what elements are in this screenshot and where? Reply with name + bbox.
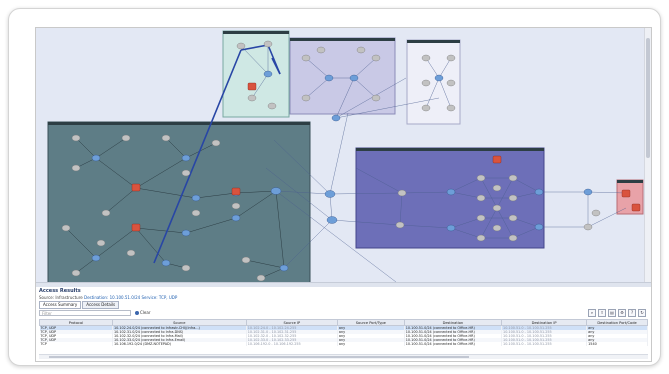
cell-destination-port: any bbox=[586, 330, 648, 334]
column-header[interactable]: Destination Port/Code bbox=[586, 319, 648, 326]
cell-source: 10.102.24.0/24 (connected to Infrastr-CH… bbox=[112, 325, 247, 330]
clear-filter-button[interactable]: Clear bbox=[135, 310, 150, 316]
panel-title: Access Results bbox=[39, 288, 81, 294]
table-header-row: Protocol Source Source IP Source Port/Ty… bbox=[39, 319, 648, 326]
filter-input[interactable]: Filter bbox=[39, 310, 131, 316]
cell-destination: 10.100.51.0/24 (connected to Office-HR) bbox=[404, 342, 503, 346]
print-icon[interactable]: ▤ bbox=[608, 309, 616, 317]
cell-protocol: TCP, UDP bbox=[39, 330, 113, 334]
cell-source-port: any bbox=[337, 334, 405, 338]
table-row[interactable]: TCP, UDP 10.102.24.0/24 (connected to In… bbox=[39, 325, 648, 330]
screenshot-frame: Access Results Source: Infrastructure De… bbox=[8, 8, 661, 366]
network-topology[interactable] bbox=[36, 28, 645, 282]
map-vertical-scrollbar[interactable] bbox=[644, 28, 651, 282]
toolbar-buttons: ⌕ ⇪ ▤ ⚙ ? ↻ bbox=[588, 309, 646, 317]
cell-destination-port: any bbox=[586, 325, 648, 330]
cell-destination-port: 1540 bbox=[586, 342, 648, 346]
cell-source-port: any bbox=[337, 330, 405, 334]
export-icon[interactable]: ⇪ bbox=[598, 309, 606, 317]
cell-destination-port: any bbox=[586, 334, 648, 338]
zone-top-center[interactable] bbox=[222, 30, 290, 118]
query-destination[interactable]: Destination: 10.100.51.0/24 Service: TCP… bbox=[84, 295, 178, 300]
table-row[interactable]: TCP, UDP 10.102.32.0/24 (connected to In… bbox=[39, 334, 648, 338]
table-row[interactable]: TCP, UDP 10.102.33.0/24 (connected to In… bbox=[39, 338, 648, 342]
query-source: Source: Infrastructure bbox=[39, 295, 83, 300]
results-toolbar: Filter Clear ⌕ ⇪ ▤ ⚙ ? ↻ bbox=[39, 309, 648, 318]
cell-destination-ip: 10.100.51.0 - 10.100.51.255 bbox=[501, 342, 588, 346]
cell-destination-ip: 10.100.51.0 - 10.100.51.255 bbox=[501, 325, 588, 330]
cell-source-port: any bbox=[337, 325, 405, 330]
cell-source-port: any bbox=[337, 342, 405, 346]
zone-top-lavender[interactable] bbox=[289, 37, 396, 115]
app-window: Access Results Source: Infrastructure De… bbox=[35, 27, 652, 362]
settings-icon[interactable]: ⚙ bbox=[618, 309, 626, 317]
access-results-table: Protocol Source Source IP Source Port/Ty… bbox=[39, 319, 648, 346]
cell-destination: 10.100.51.0/24 (connected to Office-HR) bbox=[404, 325, 503, 330]
help-icon[interactable]: ? bbox=[628, 309, 636, 317]
cell-protocol: TCP, UDP bbox=[39, 334, 113, 338]
tab-access-details[interactable]: Access Details bbox=[82, 301, 120, 309]
cell-destination: 10.100.51.0/24 (connected to Office-HR) bbox=[404, 330, 503, 334]
cell-source-ip: 10.106.192.0 - 10.106.192.255 bbox=[246, 342, 338, 346]
cell-destination-ip: 10.100.51.0 - 10.100.51.255 bbox=[501, 330, 588, 334]
cell-source: 10.102.33.0/24 (connected to Infra-Email… bbox=[112, 338, 247, 342]
map-vertical-scroll-thumb[interactable] bbox=[646, 38, 650, 158]
cell-source: 10.106.192.0/24 (DMZ-NOTEPAD) bbox=[112, 342, 247, 346]
cell-source-ip: 10.102.32.0 - 10.102.32.255 bbox=[246, 334, 338, 338]
cell-protocol: TCP, UDP bbox=[39, 338, 113, 342]
column-header[interactable]: Destination bbox=[403, 319, 503, 326]
table-horizontal-scroll-thumb[interactable] bbox=[49, 356, 469, 358]
cell-destination-port: any bbox=[586, 338, 648, 342]
cell-source: 10.102.32.0/24 (connected to Infra-Mail) bbox=[112, 334, 247, 338]
column-header[interactable]: Destination IP bbox=[501, 319, 588, 326]
cell-protocol: TCP, UDP bbox=[39, 325, 113, 330]
cell-source-port: any bbox=[337, 338, 405, 342]
cell-destination-ip: 10.100.51.0 - 10.100.51.255 bbox=[501, 334, 588, 338]
network-map-canvas[interactable] bbox=[36, 28, 651, 282]
cell-source-ip: 10.102.31.0 - 10.102.31.255 bbox=[246, 330, 338, 334]
table-row[interactable]: TCP, UDP 10.102.31.0/24 (connected to In… bbox=[39, 330, 648, 334]
cell-protocol: TCP bbox=[39, 342, 113, 346]
column-header[interactable]: Protocol bbox=[39, 319, 113, 326]
find-icon[interactable]: ⌕ bbox=[588, 309, 596, 317]
access-results-panel: Access Results Source: Infrastructure De… bbox=[36, 287, 651, 361]
cell-destination: 10.100.51.0/24 (connected to Office-HR) bbox=[404, 334, 503, 338]
cell-destination: 10.100.51.0/24 (connected to Office-HR) bbox=[404, 338, 503, 342]
cell-source-ip: 10.102.33.0 - 10.102.33.255 bbox=[246, 338, 338, 342]
column-header[interactable]: Source IP bbox=[245, 319, 338, 326]
clear-label: Clear bbox=[140, 310, 151, 315]
tab-access-summary[interactable]: Access Summary bbox=[39, 301, 82, 309]
cell-source-ip: 10.102.24.0 - 10.102.24.255 bbox=[246, 325, 338, 330]
results-tabs: Access Summary Access Details bbox=[39, 301, 120, 309]
refresh-icon[interactable]: ↻ bbox=[638, 309, 646, 317]
cell-destination-ip: 10.100.51.0 - 10.100.51.255 bbox=[501, 338, 588, 342]
cell-source: 10.102.31.0/24 (connected to Infra-DNS) bbox=[112, 330, 247, 334]
clear-icon bbox=[135, 311, 139, 315]
table-horizontal-scrollbar[interactable] bbox=[39, 354, 648, 359]
table-row[interactable]: TCP 10.106.192.0/24 (DMZ-NOTEPAD) 10.106… bbox=[39, 342, 648, 346]
access-query-summary: Source: Infrastructure Destination: 10.1… bbox=[39, 295, 177, 300]
